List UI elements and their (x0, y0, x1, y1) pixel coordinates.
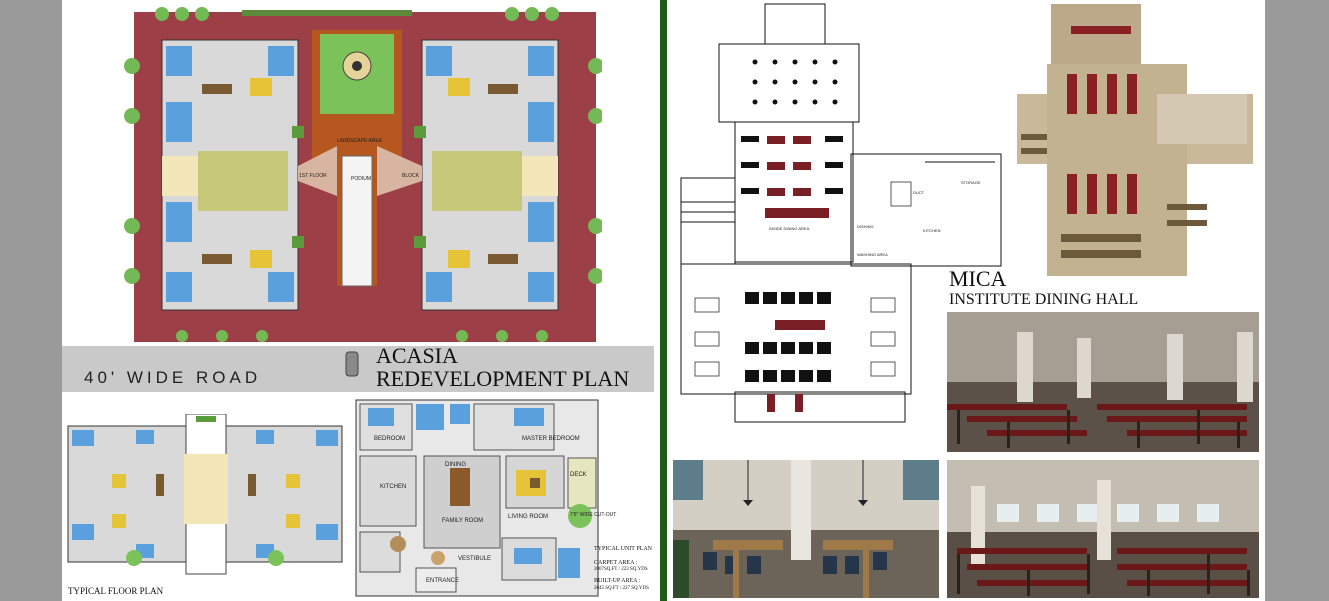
unit-label-wide-cut-out: 7'6" WIDE CUT-OUT (570, 512, 617, 518)
unit-label-dining: DINING (445, 462, 466, 468)
plan-label-inside-dining: INSIDE DINING AREA (769, 226, 810, 231)
dining-hall-plan-drawing (680, 3, 1002, 423)
site-label-podium: PODIUM (351, 176, 371, 182)
dining-hall-3d-plan (1017, 4, 1253, 276)
dining-hall-render-1 (947, 312, 1259, 452)
plan-label-kitchen: KITCHEN (923, 228, 941, 233)
plan-label-duct: DUCT (913, 190, 925, 195)
carpet-area-label: CARPET AREA : (594, 559, 638, 566)
acasia-subtitle: REDEVELOPMENT PLAN (376, 366, 630, 391)
unit-label-bedroom: BEDROOM (374, 436, 406, 442)
unit-label-family-room: FAMILY ROOM (442, 518, 484, 524)
site-plan-drawing (124, 7, 602, 342)
unit-label-entrance: ENTRANCE (426, 578, 460, 584)
typical-unit-plan-drawing (355, 399, 599, 597)
dining-hall-render-2 (673, 460, 939, 598)
unit-label-kitchen: KITCHEN (380, 484, 407, 490)
typical-floor-plan-drawing (67, 414, 343, 575)
mica-subtitle: INSTITUTE DINING HALL (949, 291, 1139, 308)
unit-label-deck: DECK (570, 472, 587, 478)
plan-label-washing: WASHING AREA (857, 252, 888, 257)
unit-label-vestibule: VESTIBULE (458, 556, 492, 562)
acasia-title: ACASIA (376, 343, 458, 368)
road-label: 40' WIDE ROAD (84, 368, 262, 387)
typical-floor-plan-label: TYPICAL FLOOR PLAN (68, 586, 164, 596)
sheet-divider (660, 0, 667, 601)
unit-label-living-room: LIVING ROOM (508, 514, 549, 520)
mica-sheet: INSIDE DINING AREA KITCHEN STORAGE DUCT … (667, 0, 1265, 601)
plan-label-dishing: DISHING (857, 224, 874, 229)
site-label-block: BLOCK (402, 173, 419, 179)
acasia-sheet: LANDSCAPE AREA PODIUM 1ST FLOOR BLOCK 40… (62, 0, 660, 601)
carpet-area-value: 2007SQ.FT / 223 SQ.YDS (594, 567, 648, 572)
site-label-first-floor: 1ST FLOOR (299, 173, 327, 179)
car-icon (345, 351, 359, 377)
site-label-landscape: LANDSCAPE AREA (337, 138, 383, 144)
typical-unit-info: TYPICAL UNIT PLAN CARPET AREA : 2007SQ.F… (594, 546, 658, 592)
dining-hall-render-3 (947, 460, 1259, 598)
built-up-area-value: 2045 SQ.FT / 227 SQ.YDS (594, 585, 649, 591)
mica-title: MICA (949, 266, 1007, 291)
unit-label-master-bedroom: MASTER BEDROOM (522, 436, 580, 442)
built-up-area-label: BUILT-UP AREA : (594, 578, 641, 585)
plan-label-storage: STORAGE (961, 180, 981, 185)
typical-unit-heading: TYPICAL UNIT PLAN (594, 546, 652, 552)
